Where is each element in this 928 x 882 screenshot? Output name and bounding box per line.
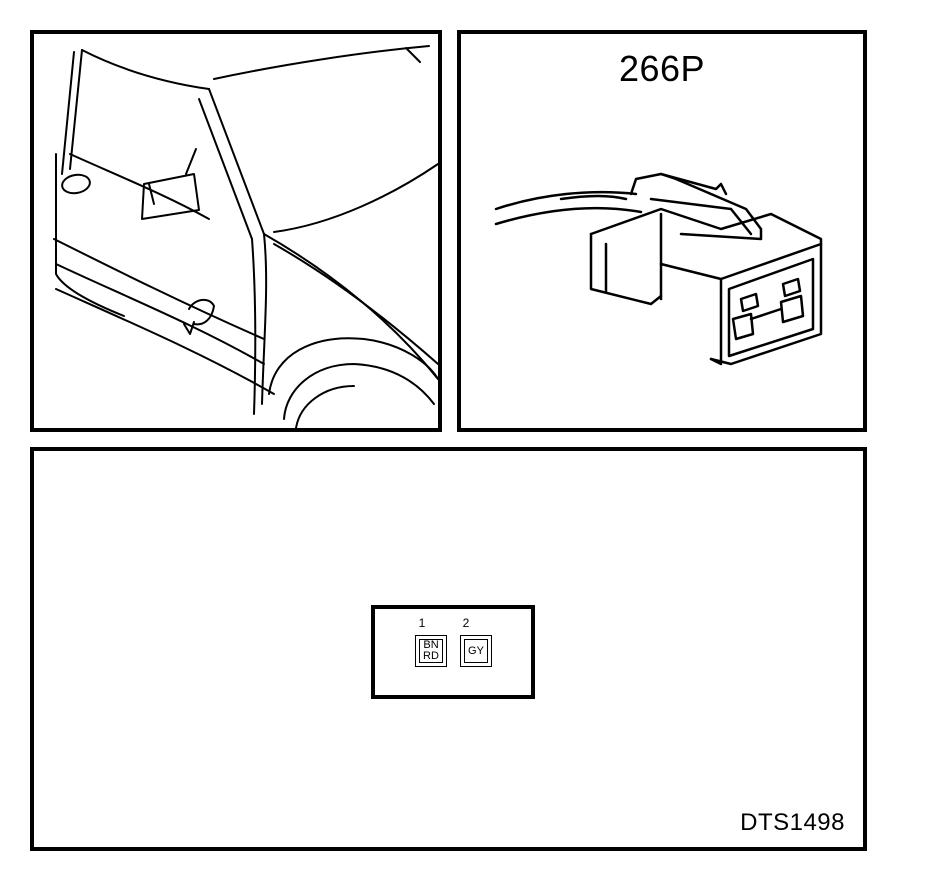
connector-face-view: 1 2 BN RD GY [371, 605, 535, 699]
pin-2-color-primary: GY [468, 644, 484, 657]
pin-1-number: 1 [418, 616, 426, 630]
pin-1-color-primary: BN [423, 639, 439, 651]
pinout-panel: 1 2 BN RD GY DTS1498 [30, 447, 867, 851]
pin-1-wire-colors: BN RD [419, 639, 443, 663]
pin-1-color-stripe: RD [423, 650, 439, 662]
car-illustration-icon [53, 45, 438, 428]
diagram-code: DTS1498 [740, 809, 845, 836]
vehicle-location-panel [30, 30, 442, 432]
pin-2-wire-colors: GY [464, 639, 488, 663]
pin-1-cavity: BN RD [415, 635, 447, 667]
connector-illustration-icon [494, 172, 823, 366]
connector-title: 266P [618, 48, 706, 89]
connector-panel: 266P [457, 30, 867, 432]
pin-2-cavity: GY [460, 635, 492, 667]
pin-2-number: 2 [462, 616, 470, 630]
